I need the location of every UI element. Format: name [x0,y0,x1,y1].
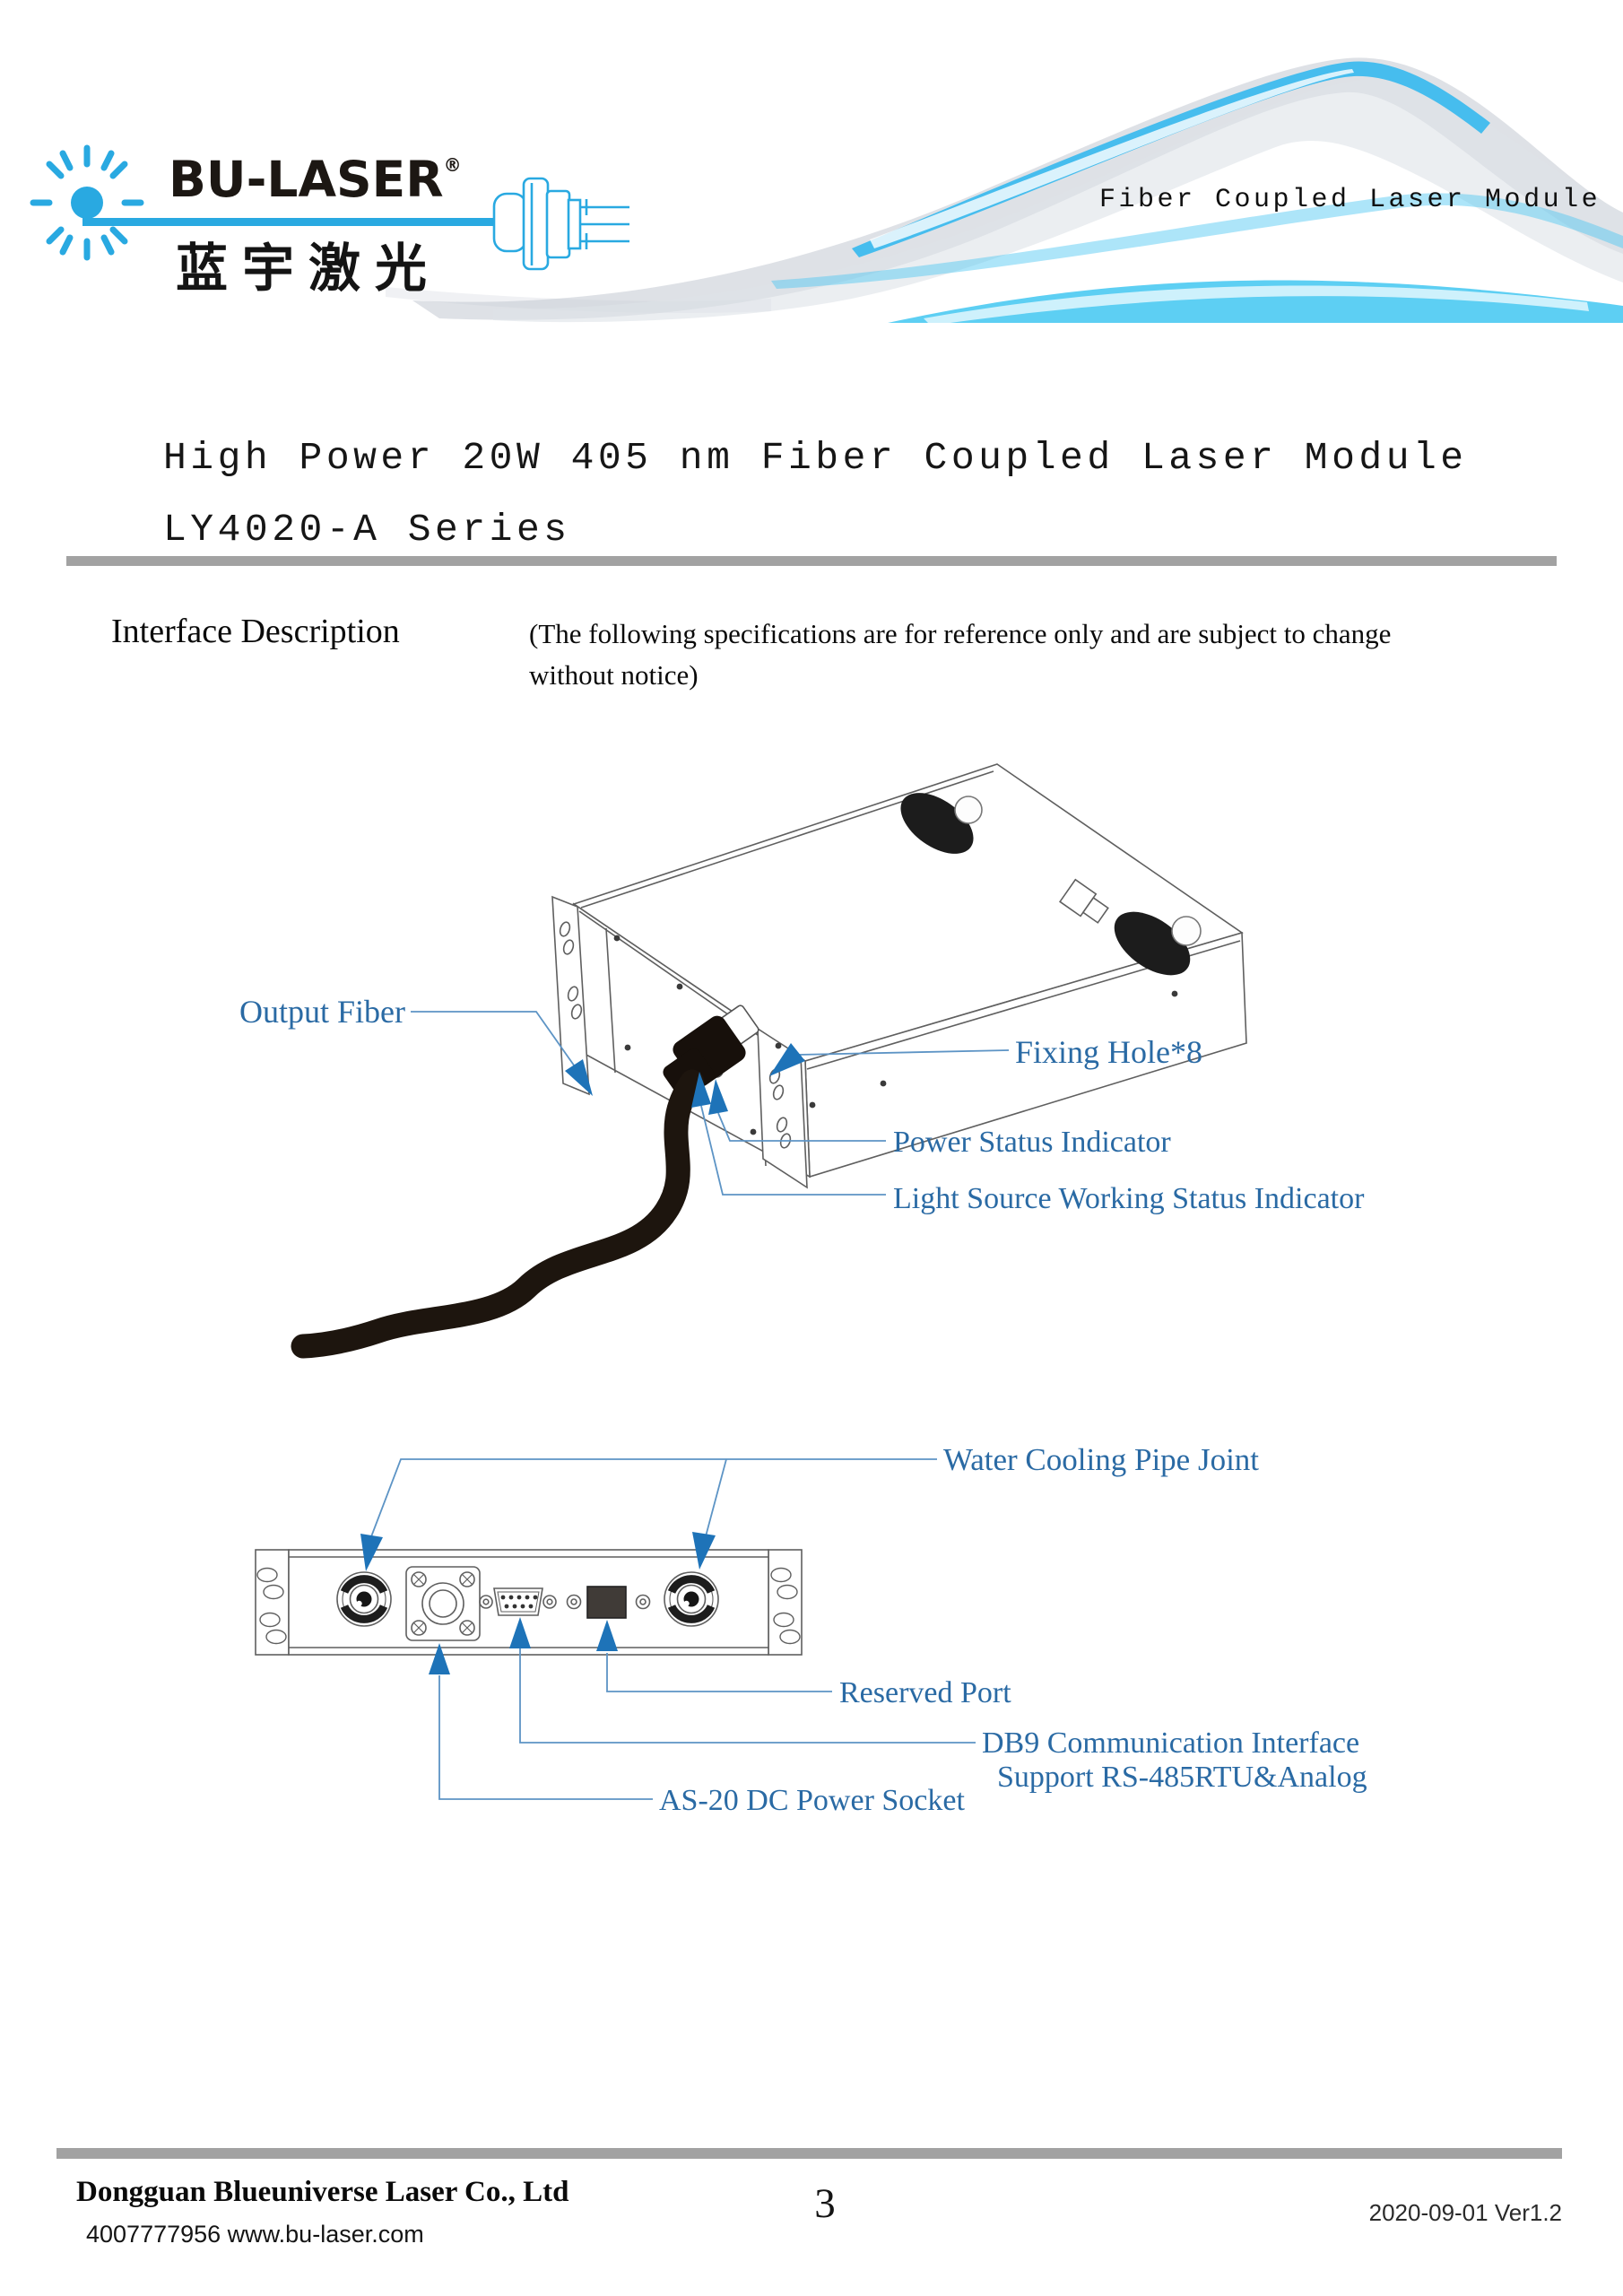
figure1-arrows [565,1043,805,1115]
wave-banner-graphic [386,57,1623,323]
light-source-label: Light Source Working Status Indicator [893,1182,1365,1215]
rear-pipe-connectors [900,793,1202,976]
figure-front-panel-view: Water Cooling Pipe Joint Reserved Port D… [255,1442,1367,1817]
output-fiber-cable [291,1069,705,1359]
figure-isometric-view: Output Fiber Fixing Hole*8 Power Status … [239,763,1365,1359]
power-status-label: Power Status Indicator [893,1126,1171,1159]
starburst-icon [30,144,144,261]
footer-version: 2020-09-01 Ver1.2 [1368,2199,1562,2226]
figure2-arrows [360,1532,716,1674]
reserved-port-label: Reserved Port [839,1676,1011,1709]
section-note: (The following specifications are for re… [529,613,1578,696]
section-heading: Interface Description [111,613,400,650]
figure2-leader-lines [369,1458,976,1800]
footer-contact: 4007777956 www.bu-laser.com [86,2221,424,2248]
water-joint-left [336,1571,392,1627]
bu-laser-logo-graphic [30,144,629,271]
laser-beam-line [82,218,504,226]
title-divider-rule [66,556,1557,566]
reserved-port-square [586,1586,627,1619]
footer-company: Dongguan Blueuniverse Laser Co., Ltd [76,2176,569,2208]
db9-label-line2: Support RS-485RTU&Analog [997,1761,1367,1794]
front-panel-drawing [255,1549,803,1656]
water-joint-right-arrow-icon [692,1532,716,1570]
db9-arrow-icon [509,1617,531,1648]
document-title-line2: LY4020-A Series [163,508,571,552]
as20-arrow-icon [429,1643,450,1674]
section-note-line1: (The following specifications are for re… [529,618,1392,649]
db9-connector [479,1587,557,1616]
laser-diode-icon [492,177,629,271]
figure1-leader-lines [411,1011,1010,1196]
light-source-arrow-icon [708,1079,728,1115]
water-joint-left-arrow-icon [360,1534,383,1571]
fixing-hole-label: Fixing Hole*8 [1015,1034,1202,1070]
footer-divider-rule [56,2148,1562,2159]
fixing-hole-arrow-icon [769,1043,805,1076]
reserved-port-arrow-icon [596,1620,618,1651]
wave-light-band [493,79,1623,323]
output-fiber-arrow-icon [565,1059,593,1096]
page-number: 3 [814,2180,836,2227]
output-fiber-label: Output Fiber [239,994,405,1030]
brand-wordmark: BU-LASER® [169,151,462,208]
water-joint-right [664,1571,719,1627]
wave-cyan-streak [771,193,1623,289]
wave-cyan-ridge [852,61,1490,257]
power-led-arrow-icon [691,1072,711,1108]
db9-label-line1: DB9 Communication Interface [982,1726,1359,1760]
as20-label: AS-20 DC Power Socket [659,1784,965,1817]
banner-product-type: Fiber Coupled Laser Module [1099,185,1601,215]
document-title-line1: High Power 20W 405 nm Fiber Coupled Lase… [163,436,1468,480]
registered-mark: ® [443,154,462,176]
brand-chinese-name: 蓝宇激光 [176,238,442,299]
section-note-line2: without notice) [529,659,699,691]
water-cooling-label: Water Cooling Pipe Joint [943,1442,1259,1477]
